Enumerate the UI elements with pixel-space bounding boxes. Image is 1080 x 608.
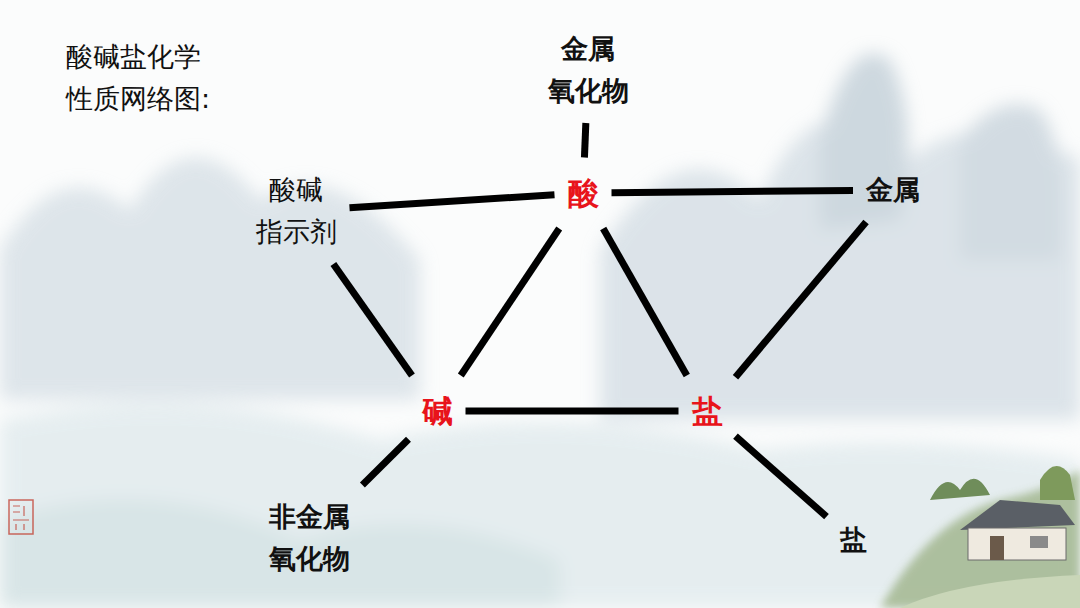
relation-line: [362, 439, 408, 485]
house: [900, 466, 1080, 608]
concept-node: 金属: [861, 166, 925, 214]
relation-line: [466, 411, 679, 412]
relation-line: [603, 229, 687, 376]
concept-label: 非金属 氧化物: [269, 496, 350, 580]
concept-node: 盐: [687, 384, 728, 439]
concept-label: 金属: [866, 169, 920, 211]
concept-node: 盐: [835, 516, 872, 564]
relation-line: [736, 222, 867, 377]
diagram-title: 酸碱盐化学 性质网络图:: [66, 36, 210, 120]
relation-line: [350, 195, 555, 208]
concept-node: 酸碱 指示剂: [251, 166, 342, 256]
seal-stamp: [9, 500, 33, 534]
title-text: 酸碱盐化学 性质网络图:: [66, 36, 210, 120]
relation-line: [333, 264, 412, 376]
concept-node: 非金属 氧化物: [264, 493, 355, 583]
concept-node: 酸: [563, 166, 604, 221]
relation-line: [461, 229, 559, 376]
concept-label: 金属 氧化物: [548, 28, 629, 112]
relation-line: [736, 436, 827, 516]
concept-label: 酸: [568, 169, 599, 217]
concept-label: 碱: [422, 387, 453, 435]
relation-line: [584, 123, 585, 158]
concept-label: 盐: [840, 519, 867, 561]
concept-node: 金属 氧化物: [543, 25, 634, 115]
relation-line: [612, 190, 854, 192]
concept-label: 盐: [692, 387, 723, 435]
concept-label: 酸碱 指示剂: [256, 169, 337, 253]
concept-node: 碱: [417, 384, 458, 439]
